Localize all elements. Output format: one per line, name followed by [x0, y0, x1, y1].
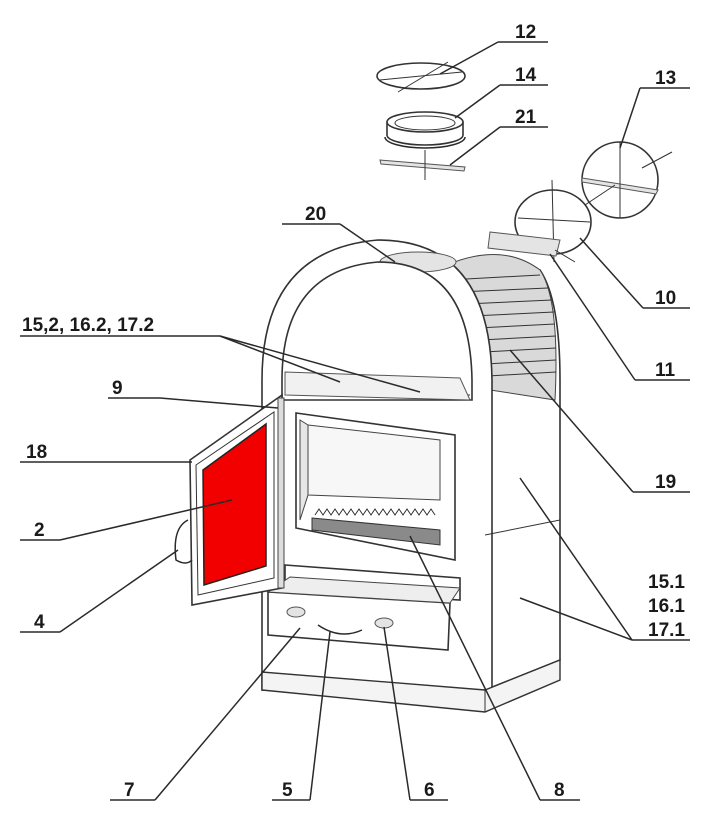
- label-18: 18: [26, 442, 47, 463]
- label-15-2: 15,2, 16.2, 17.2: [22, 315, 154, 336]
- label-8: 8: [554, 780, 565, 801]
- door-glass: [202, 422, 267, 587]
- label-10: 10: [655, 288, 676, 309]
- label-20: 20: [305, 204, 326, 225]
- leader-lines: [20, 41, 690, 801]
- part-labels: 12 14 21 13 20 10 15,2, 16.2, 17.2 11 9 …: [22, 22, 685, 801]
- label-16-1: 16.1: [648, 596, 685, 617]
- label-19: 19: [655, 472, 676, 493]
- label-17-1: 17.1: [648, 620, 685, 641]
- label-14: 14: [515, 65, 537, 86]
- part-14-flue-ring: [384, 111, 466, 149]
- label-15-1: 15.1: [648, 572, 685, 593]
- part-21-gasket: [379, 150, 466, 180]
- label-21: 21: [515, 107, 537, 128]
- label-11: 11: [655, 360, 676, 381]
- label-2: 2: [34, 520, 45, 541]
- label-6: 6: [424, 780, 435, 801]
- label-4: 4: [34, 612, 45, 633]
- part-8-grate: [311, 508, 441, 546]
- door: [174, 393, 285, 606]
- stove-body: [261, 239, 561, 713]
- label-7: 7: [124, 780, 135, 801]
- part-7-ash-drawer: [266, 576, 461, 651]
- label-9: 9: [112, 378, 123, 399]
- part-11-bracket: [487, 231, 576, 263]
- label-5: 5: [282, 780, 293, 801]
- label-12: 12: [515, 22, 536, 43]
- part-12-cover-plate: [376, 61, 466, 93]
- part-13-round-cover: [581, 141, 673, 219]
- label-13: 13: [655, 68, 676, 89]
- firebox: [295, 412, 456, 561]
